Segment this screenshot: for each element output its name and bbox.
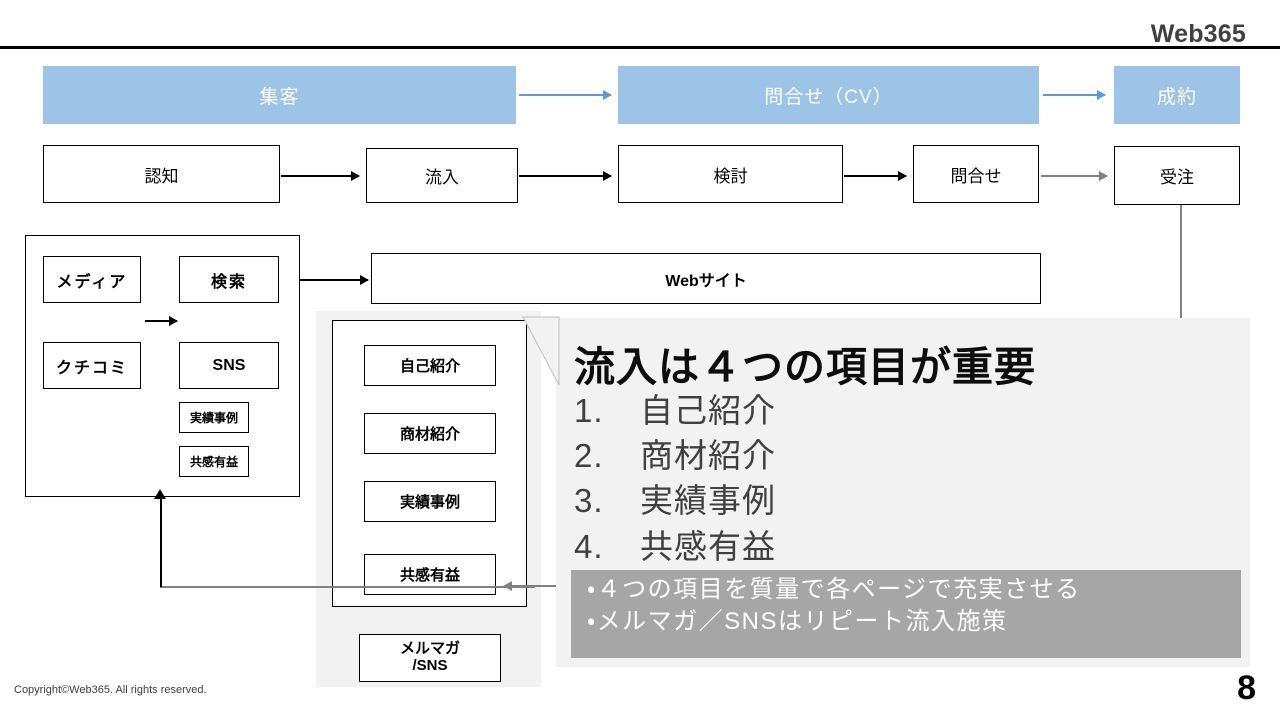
stage-band-shūkyaku: 集客 (43, 66, 516, 124)
callout-list-item: 4. 共感有益 (574, 524, 1214, 569)
callout-tail-icon (522, 316, 560, 386)
channel-box-empathy-benefit: 共感有益 (179, 446, 249, 477)
stage-band-contract: 成約 (1114, 66, 1240, 124)
website-box: Webサイト (371, 253, 1041, 304)
mail-magazine-label-line1: メルマガ (399, 640, 460, 658)
channel-box-sns: SNS (179, 342, 279, 389)
page-number: 8 (1237, 669, 1256, 707)
channel-label: クチコミ (55, 359, 128, 377)
callout-item-number: 1. (574, 392, 604, 429)
funnel-arrow-icon-3 (844, 171, 907, 180)
content-box-self-intro: 自己紹介 (364, 345, 496, 386)
channel-box-media: メディア (43, 256, 141, 303)
callout-item-label: 商材紹介 (640, 437, 776, 475)
funnel-step-order: 受注 (1114, 146, 1240, 205)
brand-title: Web365 (1150, 20, 1246, 48)
channel-box-search: 検索 (179, 256, 279, 303)
callout-item-number: 3. (574, 482, 604, 520)
channel-label: SNS (212, 356, 246, 374)
callout-item-number: 2. (574, 437, 604, 475)
callout-list-item: 3. 実績事例 (574, 478, 1214, 523)
callout-item-label: 自己紹介 (640, 392, 776, 429)
funnel-step-inflow: 流入 (366, 148, 518, 203)
copyright-text: Copyright©Web365. All rights reserved. (14, 684, 207, 696)
channel-label: 共感有益 (189, 455, 238, 469)
funnel-step-awareness: 認知 (43, 145, 280, 203)
content-box-mail-magazine-sns: メルマガ /SNS (359, 634, 501, 682)
funnel-step-label: 認知 (144, 166, 179, 186)
channel-label: 検索 (210, 273, 247, 291)
channel-to-website-arrow-icon (300, 275, 369, 284)
funnel-step-label: 問合せ (950, 166, 1002, 186)
funnel-step-label: 受注 (1160, 168, 1194, 187)
mail-magazine-label-line2: /SNS (412, 657, 448, 674)
callout-note-line: ・４つの項目を質量で各ページで充実させる (587, 576, 1081, 603)
channel-box-case-studies: 実績事例 (179, 402, 249, 433)
callout-list-item: 2. 商材紹介 (574, 433, 1214, 478)
callout-notes-strip: ・４つの項目を質量で各ページで充実させる ・メルマガ／SNSはリピート流入施策 (571, 570, 1241, 658)
funnel-arrow-icon-1 (281, 171, 360, 180)
feedback-loop-horizontal (160, 586, 535, 589)
content-box-label: 共感有益 (399, 567, 460, 584)
funnel-arrow-icon-4 (1041, 171, 1108, 180)
callout-list: 1. 自己紹介 2. 商材紹介 3. 実績事例 4. 共感有益 (574, 388, 1214, 569)
stage-band-label: 問合せ（CV） (764, 86, 893, 108)
callout-title: 流入は４つの項目が重要 (574, 344, 1036, 390)
channel-label: メディア (56, 273, 128, 291)
content-box-product-intro: 商材紹介 (364, 413, 496, 454)
funnel-step-consideration: 検討 (618, 145, 843, 203)
funnel-arrow-icon-2 (519, 171, 612, 180)
stage-band-inquiry-cv: 問合せ（CV） (618, 66, 1039, 124)
stage-arrow-icon-1 (519, 90, 612, 100)
header-divider (0, 46, 1280, 49)
website-label: Webサイト (665, 272, 747, 290)
channel-arrow-icon (145, 316, 178, 326)
feedback-loop-vertical (160, 497, 162, 587)
stage-band-label: 集客 (259, 86, 300, 108)
feedback-loop-arrow-icon (154, 489, 166, 499)
callout-item-label: 共感有益 (640, 527, 776, 565)
channel-label: 実績事例 (189, 411, 238, 425)
callout-item-number: 4. (574, 527, 604, 565)
funnel-step-label: 検討 (713, 166, 748, 186)
content-box-label: 自己紹介 (399, 358, 460, 375)
callout-note-line: ・メルマガ／SNSはリピート流入施策 (587, 607, 1008, 635)
content-box-label: 実績事例 (399, 494, 460, 511)
order-drop-line (1180, 205, 1182, 325)
funnel-step-label: 流入 (425, 168, 459, 187)
content-box-case-studies: 実績事例 (364, 481, 496, 522)
channel-box-word-of-mouth: クチコミ (43, 342, 141, 389)
callout-item-label: 実績事例 (640, 482, 776, 520)
stage-arrow-icon-2 (1043, 90, 1106, 100)
content-box-empathy-benefit: 共感有益 (364, 554, 496, 595)
callout-list-item: 1. 自己紹介 (574, 388, 1214, 433)
funnel-step-inquiry: 問合せ (913, 145, 1039, 203)
content-box-label: 商材紹介 (399, 426, 460, 443)
stage-band-label: 成約 (1156, 86, 1197, 108)
